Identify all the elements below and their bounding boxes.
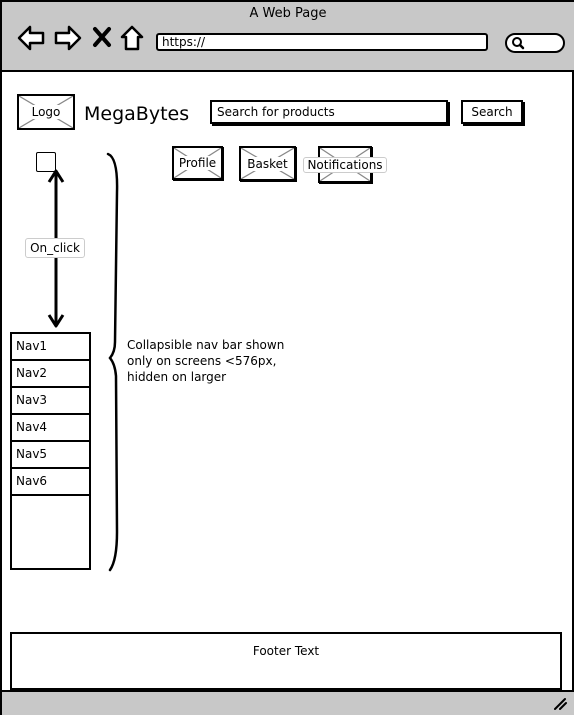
nav-item[interactable]: Nav4 <box>12 415 89 442</box>
on-click-label: On_click <box>25 238 85 258</box>
resize-grip-icon[interactable] <box>552 696 568 710</box>
footer-text: Footer Text <box>252 644 320 658</box>
nav-item[interactable]: Nav2 <box>12 361 89 388</box>
annotation-brace <box>106 152 119 572</box>
annotation-note: Collapsible nav bar shown only on screen… <box>127 338 285 384</box>
basket-button[interactable]: Basket <box>239 146 296 181</box>
nav-item[interactable]: Nav5 <box>12 442 89 469</box>
search-input[interactable]: Search for products <box>210 100 448 124</box>
collapsible-nav-bar: Nav1 Nav2 Nav3 Nav4 Nav5 Nav6 <box>10 332 91 570</box>
brand-name: MegaBytes <box>84 103 190 125</box>
profile-label: Profile <box>177 156 218 170</box>
nav-toggle-checkbox[interactable] <box>36 152 56 172</box>
browser-search-box[interactable] <box>505 33 565 53</box>
forward-arrow-icon[interactable] <box>53 24 83 52</box>
basket-label: Basket <box>246 157 289 171</box>
nav-item[interactable]: Nav3 <box>12 388 89 415</box>
profile-button[interactable]: Profile <box>172 146 223 180</box>
nav-item[interactable]: Nav1 <box>12 334 89 361</box>
url-bar[interactable]: https:// <box>156 33 488 51</box>
back-arrow-icon[interactable] <box>16 24 46 52</box>
logo-label: Logo <box>30 105 62 119</box>
close-icon[interactable] <box>92 26 112 48</box>
notifications-button[interactable]: Notifications <box>303 146 387 183</box>
browser-toolbar: A Web Page https:// <box>2 2 574 72</box>
logo[interactable]: Logo <box>17 94 75 130</box>
search-icon <box>512 37 525 50</box>
home-icon[interactable] <box>119 24 145 52</box>
nav-item[interactable]: Nav6 <box>12 469 89 496</box>
window-title: A Web Page <box>249 6 327 21</box>
notifications-label: Notifications <box>303 157 387 173</box>
status-bar <box>2 690 574 715</box>
search-button[interactable]: Search <box>461 100 523 124</box>
footer: Footer Text <box>10 632 562 690</box>
